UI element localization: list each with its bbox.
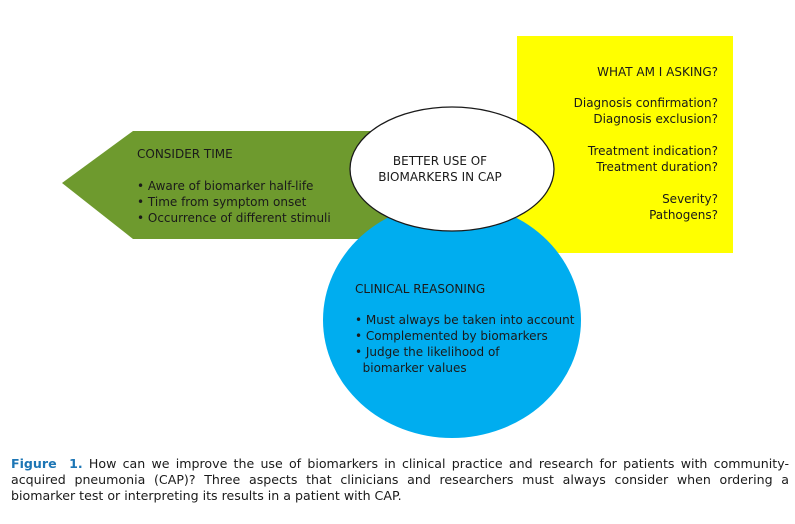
diagram-canvas	[62, 36, 733, 438]
clinical-reasoning-item: • Judge the likelihood of	[355, 345, 500, 359]
what-am-i-asking-box	[517, 36, 733, 253]
consider-time-item: • Occurrence of different stimuli	[137, 211, 331, 225]
center-label-line1: BETTER USE OF	[392, 154, 488, 168]
consider-time-item: • Aware of biomarker half-life	[137, 179, 314, 193]
question-item: Severity?	[662, 192, 718, 206]
question-item: Pathogens?	[649, 208, 718, 222]
figure-label: Figure	[11, 456, 57, 471]
clinical-reasoning-item: • Must always be taken into account	[355, 313, 575, 327]
consider-time-heading: CONSIDER TIME	[137, 147, 233, 161]
question-item: Diagnosis confirmation?	[573, 96, 718, 110]
center-circle	[349, 106, 555, 232]
figure-caption: Figure 1. How can we improve the use of …	[11, 456, 789, 504]
clinical-reasoning-item: • Complemented by biomarkers	[355, 329, 548, 343]
consider-time-panel: CONSIDER TIME • Aware of biomarker half-…	[137, 146, 331, 226]
what-am-i-asking-heading: WHAT AM I ASKING?	[597, 65, 718, 79]
question-item: Treatment duration?	[596, 160, 718, 174]
figure-number: 1.	[69, 456, 83, 471]
question-item: Treatment indication?	[587, 144, 718, 158]
clinical-reasoning-panel: CLINICAL REASONING • Must always be take…	[355, 281, 574, 376]
consider-time-item: • Time from symptom onset	[137, 195, 307, 209]
figure-caption-text: How can we improve the use of biomarkers…	[11, 456, 789, 503]
what-am-i-asking-panel: WHAT AM I ASKING? Diagnosis confirmation…	[520, 64, 718, 223]
center-label: BETTER USE OF BIOMARKERS IN CAP	[375, 153, 505, 185]
consider-time-arrow	[62, 131, 393, 239]
center-label-line2: BIOMARKERS IN CAP	[378, 170, 502, 184]
clinical-reasoning-circle	[323, 202, 581, 438]
clinical-reasoning-heading: CLINICAL REASONING	[355, 282, 486, 296]
question-item: Diagnosis exclusion?	[593, 112, 718, 126]
clinical-reasoning-item: biomarker values	[355, 361, 467, 375]
